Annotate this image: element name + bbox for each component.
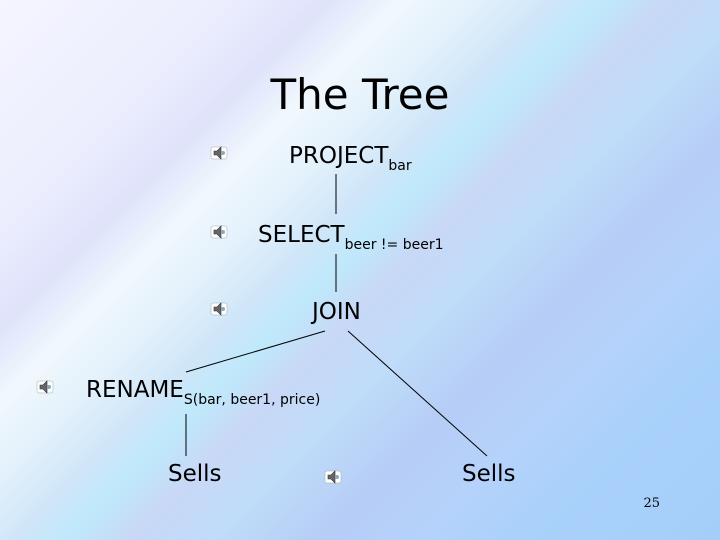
node-sells-left: Sells — [168, 460, 222, 488]
speaker-icon[interactable] — [210, 143, 228, 161]
node-join-label: JOIN — [312, 299, 361, 325]
speaker-icon[interactable] — [210, 299, 228, 317]
node-sells-right: Sells — [462, 460, 516, 488]
edge-join-sells-right — [347, 330, 488, 457]
node-select-subscript: beer != beer1 — [344, 237, 444, 253]
speaker-icon[interactable] — [324, 467, 342, 485]
node-select: SELECTbeer != beer1 — [258, 221, 444, 253]
node-join: JOIN — [312, 298, 361, 326]
node-rename-label: RENAME — [86, 377, 184, 403]
node-project-subscript: bar — [388, 158, 412, 174]
node-project-label: PROJECT — [289, 143, 389, 169]
node-sells-right-label: Sells — [462, 461, 516, 487]
edge-join-rename — [185, 330, 326, 373]
speaker-icon[interactable] — [210, 222, 228, 240]
node-rename: RENAMES(bar, beer1, price) — [86, 376, 321, 408]
slide-title: The Tree — [270, 70, 450, 119]
speaker-icon[interactable] — [36, 377, 54, 395]
node-sells-left-label: Sells — [168, 461, 222, 487]
node-project: PROJECTbar — [289, 142, 412, 174]
node-rename-subscript: S(bar, beer1, price) — [183, 392, 321, 408]
node-select-label: SELECT — [258, 222, 345, 248]
page-number: 25 — [643, 496, 660, 511]
